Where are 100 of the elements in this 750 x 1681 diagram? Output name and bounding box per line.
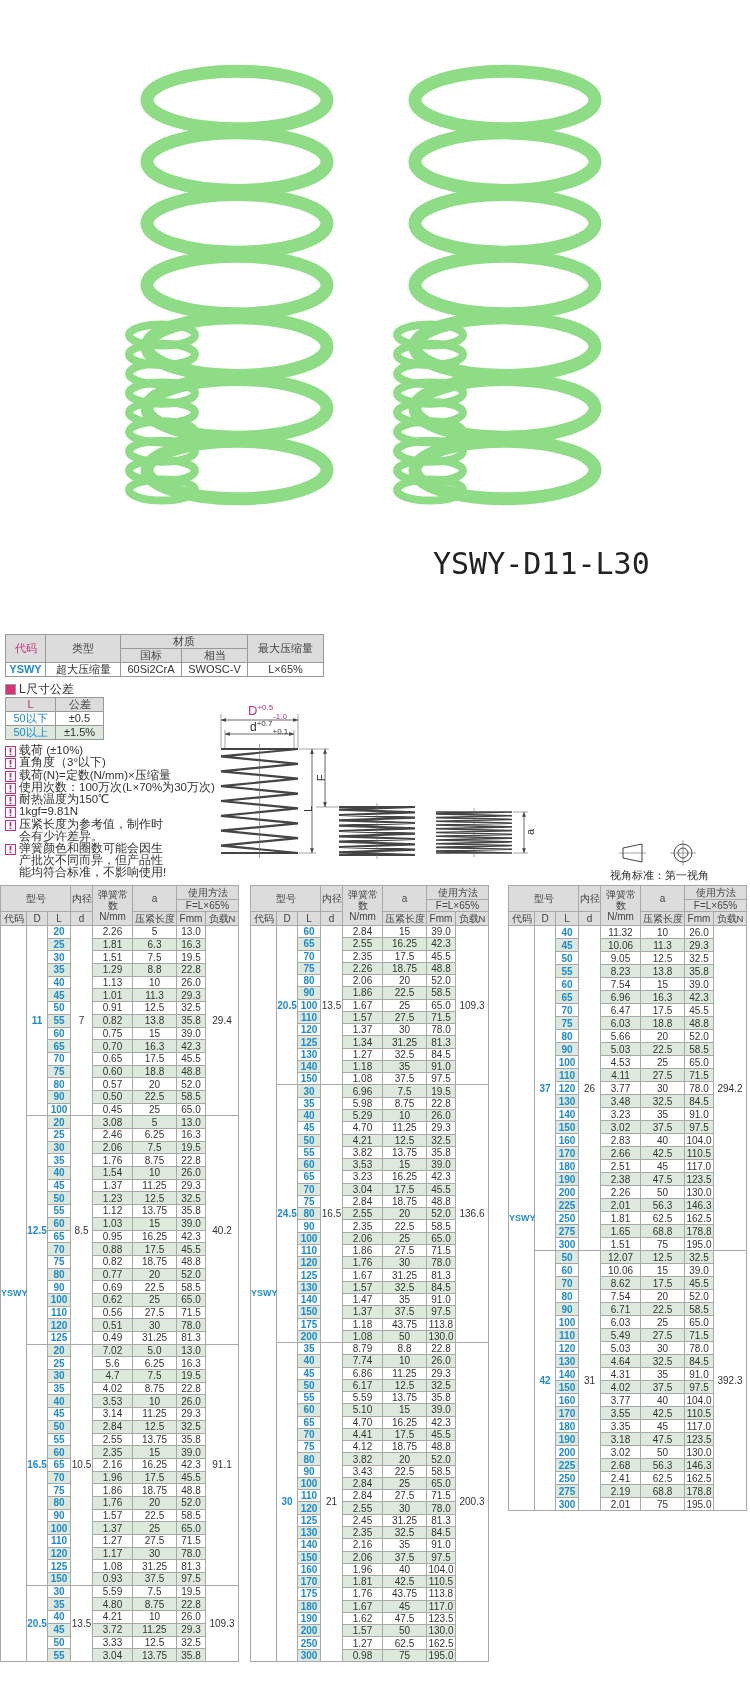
- table-cell: 39.0: [176, 1027, 206, 1040]
- table-cell: 2.84: [342, 1195, 383, 1208]
- table-cell: 91.0: [426, 1538, 456, 1552]
- table-cell: 1.12: [92, 1204, 133, 1218]
- table-cell: 2.41: [600, 1471, 641, 1485]
- table-cell: 20: [640, 1029, 685, 1043]
- table-cell: 160: [555, 1133, 579, 1147]
- table-cell: 16.3: [176, 1128, 206, 1142]
- table-cell: 29.3: [426, 1367, 456, 1380]
- table-cell: 100: [555, 1055, 579, 1069]
- table-cell: 160: [555, 1393, 579, 1407]
- note-text: 载荷(N)=定数(N/mm)×压缩量: [19, 769, 171, 782]
- caption-text: 视角标准：第一视角: [610, 868, 709, 883]
- table-cell: 1.13: [92, 976, 133, 989]
- table-cell: 8.79: [342, 1342, 383, 1355]
- table-cell: 2.83: [600, 1133, 641, 1147]
- table-cell: 0.49: [92, 1331, 133, 1345]
- table-cell: 162.5: [426, 1636, 456, 1650]
- header-cell: 使用方法: [176, 885, 239, 900]
- table-cell: 80: [47, 1077, 71, 1091]
- table-cell: 16.25: [132, 1230, 177, 1243]
- table-cell: 48.8: [176, 1255, 206, 1269]
- header-cell: 内径: [70, 885, 93, 912]
- table-cell: 392.3: [713, 1250, 747, 1511]
- table-cell: 58.5: [176, 1509, 206, 1522]
- table-cell: 22.5: [382, 1465, 427, 1478]
- table-cell: 140: [555, 1107, 579, 1121]
- table-cell: 3.43: [342, 1465, 383, 1478]
- table-cell: 50: [47, 1636, 71, 1649]
- table-cell: 12.5: [132, 1636, 177, 1649]
- note-text: 直角度（3°以下): [19, 757, 107, 769]
- table-cell: 125: [297, 1268, 321, 1282]
- table-cell: 91.0: [684, 1107, 714, 1121]
- note-text: 使用次数：100万次(L×70%为30万次): [19, 781, 216, 794]
- table-cell: 3.82: [342, 1146, 383, 1159]
- table-cell: 42.3: [176, 1458, 206, 1472]
- table-cell: 16.5: [320, 1084, 343, 1343]
- table-cell: 71.5: [176, 1306, 206, 1319]
- header-cell: 弹簧常数 N/mm: [92, 885, 133, 926]
- table-cell: 10.5: [70, 1344, 93, 1586]
- table-cell: 6.25: [132, 1356, 177, 1370]
- table-cell: 2.01: [600, 1497, 641, 1511]
- table-cell: 195.0: [684, 1237, 714, 1251]
- table-cell: 250: [555, 1471, 579, 1485]
- table-cell: 150: [297, 1072, 321, 1085]
- table-cell: 2.84: [342, 1489, 383, 1502]
- table-cell: 2.84: [342, 925, 383, 938]
- header-cell: 公差: [55, 697, 104, 712]
- table-cell: 26.0: [176, 976, 206, 989]
- table-cell: 110: [47, 1306, 71, 1319]
- table-cell: 3.33: [92, 1636, 133, 1649]
- dimension-label: a: [524, 828, 537, 836]
- table-cell: 91.0: [684, 1367, 714, 1381]
- table-cell: 13.75: [382, 1391, 427, 1404]
- table-cell: 16.25: [382, 1170, 427, 1184]
- table-cell: 91.0: [426, 1293, 456, 1306]
- table-cell: 0.75: [92, 1027, 133, 1040]
- table-cell: 130.0: [684, 1445, 714, 1459]
- table-cell: 55: [47, 1433, 71, 1446]
- table-cell: 37.5: [382, 1072, 427, 1085]
- table-cell: 超大压缩量: [45, 662, 121, 677]
- table-cell: 45: [297, 1367, 321, 1380]
- table-cell: 35.8: [176, 1204, 206, 1218]
- table-cell: 9.05: [600, 951, 641, 965]
- table-cell: 48.8: [426, 1440, 456, 1453]
- table-cell: 7.5: [132, 1585, 177, 1598]
- table-cell: 31.25: [382, 1268, 427, 1282]
- table-cell: 45.5: [684, 1003, 714, 1017]
- note-text: 压紧长度为参考值，制作时会有少许差异。: [19, 818, 164, 842]
- table-cell: 25: [47, 1356, 71, 1370]
- table-cell: 175: [297, 1318, 321, 1331]
- table-cell: 45: [640, 1159, 685, 1173]
- table-cell: SWOSC-V: [181, 662, 248, 677]
- table-cell: 35.8: [426, 1146, 456, 1159]
- table-cell: 80: [555, 1029, 579, 1043]
- table-cell: 17.5: [382, 950, 427, 963]
- table-cell: 29.3: [426, 1121, 456, 1134]
- table-cell: 40: [47, 1610, 71, 1624]
- table-cell: 90: [297, 1219, 321, 1233]
- table-cell: 75: [297, 1440, 321, 1453]
- table-cell: 12.5: [132, 1001, 177, 1015]
- table-cell: 2.46: [92, 1128, 133, 1142]
- table-cell: 58.5: [426, 1465, 456, 1478]
- table-cell: 25: [382, 999, 427, 1012]
- table-cell: 117.0: [684, 1419, 714, 1433]
- table-cell: 62.5: [640, 1471, 685, 1485]
- table-cell: 75: [47, 1483, 71, 1497]
- table-cell: 27.5: [132, 1534, 177, 1548]
- table-cell: 58.5: [176, 1280, 206, 1294]
- table-cell: 0.95: [92, 1230, 133, 1243]
- table-cell: 25: [132, 1103, 177, 1116]
- table-cell: 195.0: [684, 1497, 714, 1511]
- table-cell: 60: [47, 1027, 71, 1040]
- table-cell: 30: [382, 1023, 427, 1036]
- table-cell: 30: [47, 950, 71, 964]
- table-cell: 130: [297, 1048, 321, 1061]
- table-cell: 11.25: [132, 1407, 177, 1421]
- table-cell: 3.14: [92, 1407, 133, 1421]
- header-cell: 使用方法: [426, 885, 489, 900]
- table-cell: 81.3: [426, 1514, 456, 1527]
